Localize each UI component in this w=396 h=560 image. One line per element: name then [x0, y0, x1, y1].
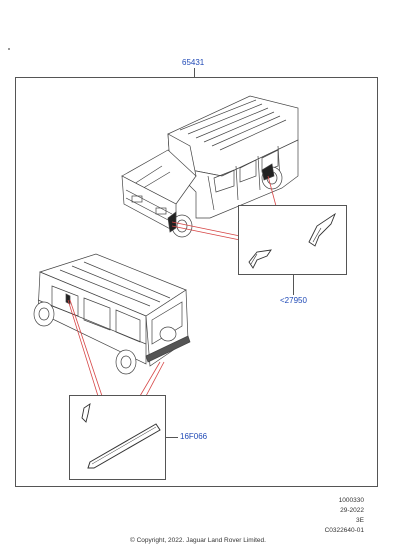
- red-leaders-top: [171, 175, 277, 241]
- arch-cladding-parts: [248, 212, 336, 269]
- callout-leader-27950: [293, 275, 294, 295]
- callout-link-16f066[interactable]: 16F066: [180, 432, 208, 441]
- diagram-frame: [15, 77, 378, 487]
- group-ref-leader: [194, 68, 195, 77]
- meta-line-2: 29-2022: [340, 507, 364, 514]
- inset-tailgate-trim: [69, 395, 166, 480]
- copyright-text: © Copyright, 2022. Jaguar Land Rover Lim…: [130, 537, 266, 544]
- vehicle-front-view: [121, 95, 299, 238]
- red-leaders-bottom: [67, 299, 165, 397]
- inset-wheel-arch-cladding: [238, 205, 347, 275]
- callout-link-27950[interactable]: <27950: [280, 296, 307, 305]
- corner-dot: [8, 48, 10, 50]
- meta-line-3: 3E: [356, 517, 364, 524]
- meta-line-1: 1000330: [338, 497, 364, 504]
- tailgate-trim-parts: [81, 403, 161, 469]
- meta-line-4: C0322640-01: [324, 527, 364, 534]
- callout-leader-16f066: [166, 437, 178, 438]
- group-ref-link[interactable]: 65431: [182, 58, 205, 67]
- vehicle-rear-view: [33, 253, 191, 375]
